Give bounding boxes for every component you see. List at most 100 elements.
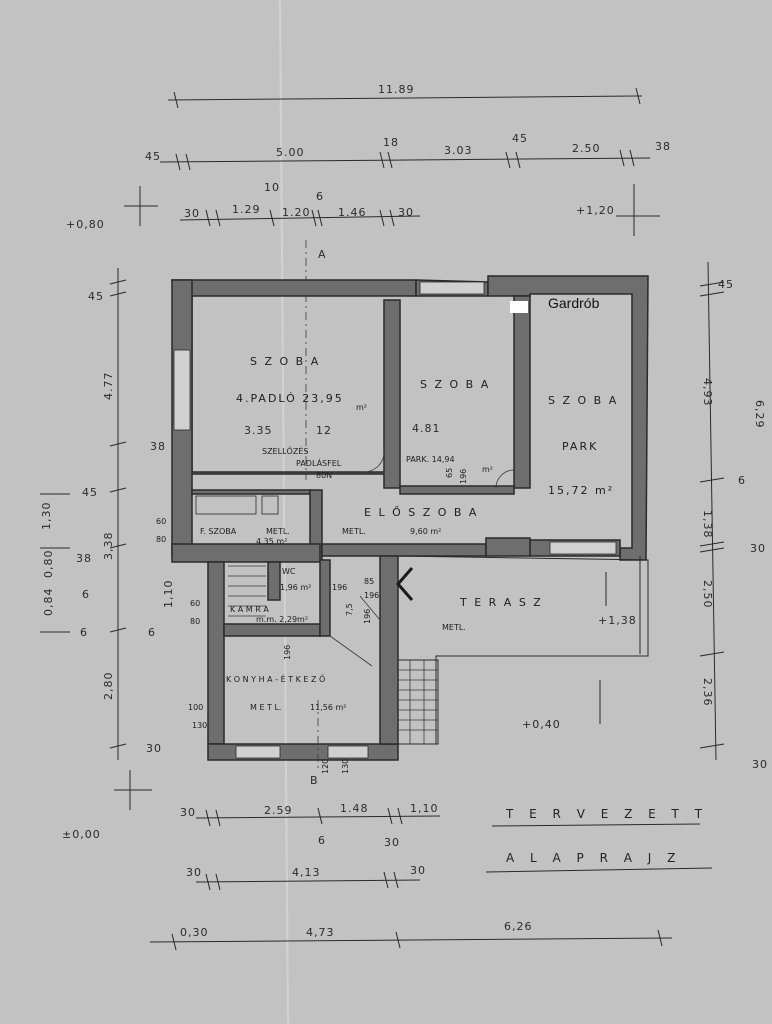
dim-b-30c: 30 <box>186 866 202 879</box>
room2-196: 196 <box>459 469 468 484</box>
dim-l-60b: 60 <box>190 599 200 608</box>
paper-fold <box>279 0 289 1024</box>
dim-l-30: 30 <box>146 742 162 755</box>
dim-sub-6: 6 <box>316 190 324 203</box>
top-dimensions: 11.89 45 5.00 18 3.03 45 2.50 38 30 1.29… <box>66 83 671 480</box>
vent-label: SZELLŐZÉS <box>262 445 308 456</box>
title-line1: T E R V E Z E T T <box>505 807 708 821</box>
hall-name: E L Ő S Z O B A <box>364 505 478 519</box>
dim-120: 120 <box>321 759 330 774</box>
dim-r-629: 6,29 <box>753 400 766 429</box>
left-dimensions: 45 4.77 38 45 1,30 3,38 0,80 38 0,84 6 6… <box>40 268 207 841</box>
dim-b-413: 4,13 <box>292 866 321 879</box>
kitchen-label: K O N Y H A - É T K E Z Ő <box>226 673 325 684</box>
dim-b-30a: 30 <box>180 806 196 819</box>
room1-name: S Z O B A <box>250 355 320 368</box>
level-right: +1,20 <box>576 204 615 217</box>
windows <box>173 281 617 759</box>
dim-b-30d: 30 <box>410 864 426 877</box>
dim-l-477: 4.77 <box>102 372 115 401</box>
dim-l-80b: 80 <box>156 535 166 544</box>
dim-r-250: 2,50 <box>701 580 714 609</box>
dim-r-30b: 30 <box>752 758 768 771</box>
dim-r-236: 2,36 <box>701 678 714 707</box>
dim-w1: 5.00 <box>276 146 305 159</box>
dim-sub-30a: 30 <box>184 207 200 220</box>
dim-b-473: 4,73 <box>306 926 335 939</box>
level-040: +0,40 <box>522 718 561 731</box>
dim-r-30: 30 <box>750 542 766 555</box>
dim-b-626: 6,26 <box>504 920 533 933</box>
room2-unit: m² <box>482 465 493 474</box>
room2-name: S Z O B A <box>420 378 490 391</box>
dim-r-493: 4,93 <box>701 378 714 407</box>
building-walls <box>171 275 649 761</box>
room1-12: 12 <box>316 424 332 437</box>
dim-196c: 196 <box>363 609 372 624</box>
dim-196b: 196 <box>364 591 379 600</box>
wc-area: 1,96 m² <box>280 583 311 592</box>
dim-l-45: 45 <box>88 290 104 303</box>
dim-196d: 196 <box>283 645 292 660</box>
dim-b-259: 2.59 <box>264 804 293 817</box>
room1-floor: 4.PADLÓ 23,95 <box>236 392 344 405</box>
dim-b-30b: 30 <box>384 836 400 849</box>
right-dimensions: 45 4,93 6,29 6 1,38 30 2,50 2,36 30 <box>699 261 768 771</box>
entrance-arrow-icon <box>396 567 414 601</box>
section-a-label: A <box>318 248 327 261</box>
door-swings <box>329 451 515 667</box>
dim-l-100: 100 <box>188 703 203 712</box>
dim-total-width: 11.89 <box>378 83 415 96</box>
dim-sub-129: 1.29 <box>232 203 261 216</box>
terrace-label: T E R A S Z <box>459 596 543 609</box>
dim-l-130: 1,30 <box>40 502 53 531</box>
dim-85: 85 <box>364 577 374 586</box>
room2-65: 65 <box>445 468 454 478</box>
dim-l-084: 0,84 <box>42 588 55 617</box>
room1-335: 3.35 <box>244 424 273 437</box>
bottom-dimensions: 30 2.59 1.48 1,10 6 30 30 4,13 30 0,30 4… <box>149 802 673 951</box>
room2-481: 4.81 <box>412 422 441 435</box>
dim-left-margin: 45 <box>145 150 161 163</box>
dim-gap2: 45 <box>512 132 528 145</box>
kitchen-floor: M E T L. <box>250 703 281 712</box>
dim-w2: 3.03 <box>444 144 473 157</box>
room3-name: S Z O B A <box>548 394 618 407</box>
dim-r-6: 6 <box>738 474 746 487</box>
dim-l-6b: 6 <box>80 626 88 639</box>
terrace-level: +1,38 <box>598 614 637 627</box>
dim-w3: 2.50 <box>572 142 601 155</box>
dim-right-margin: 38 <box>655 140 671 153</box>
dim-l-6a: 6 <box>82 588 90 601</box>
dim-75: 7,5 <box>345 603 354 616</box>
fszoba-floor: METL. <box>266 527 290 536</box>
room2-floor: PARK. 14,94 <box>406 455 455 464</box>
dim-l-60: 60 <box>156 517 166 526</box>
dim-l-45b: 45 <box>82 486 98 499</box>
kamra-area: m.m. 2,29m² <box>256 615 308 624</box>
dim-sub-146: 1.46 <box>338 206 367 219</box>
fszoba-name: F. SZOBA <box>200 527 237 536</box>
room3-floor: PARK <box>562 440 598 453</box>
hall-floor: METL. <box>342 527 366 536</box>
gardrob-marker <box>510 301 528 313</box>
dim-l-130b: 130 <box>192 721 207 730</box>
dim-r-45: 45 <box>718 278 734 291</box>
vent-label-2: PADLÁSFEL <box>296 457 342 468</box>
hall-area: 9,60 m² <box>410 527 441 536</box>
dim-sub-30b: 30 <box>398 206 414 219</box>
dim-l-38b: 38 <box>76 552 92 565</box>
dim-b-6: 6 <box>318 834 326 847</box>
level-left: +0,80 <box>66 218 105 231</box>
wc-label: WC <box>282 567 296 576</box>
dim-130: 130 <box>341 759 350 774</box>
dim-sub-120: 1.20 <box>282 206 311 219</box>
plan-title: T E R V E Z E T T A L A P R A J Z <box>485 807 713 873</box>
room1-unit: m² <box>356 403 367 412</box>
dim-l-6c: 6 <box>148 626 156 639</box>
terrace-floor: METL. <box>442 623 466 632</box>
dim-l-110: 1,10 <box>162 580 175 609</box>
kitchen-area: 11,56 m² <box>310 703 346 712</box>
section-b-label: B <box>310 774 319 787</box>
